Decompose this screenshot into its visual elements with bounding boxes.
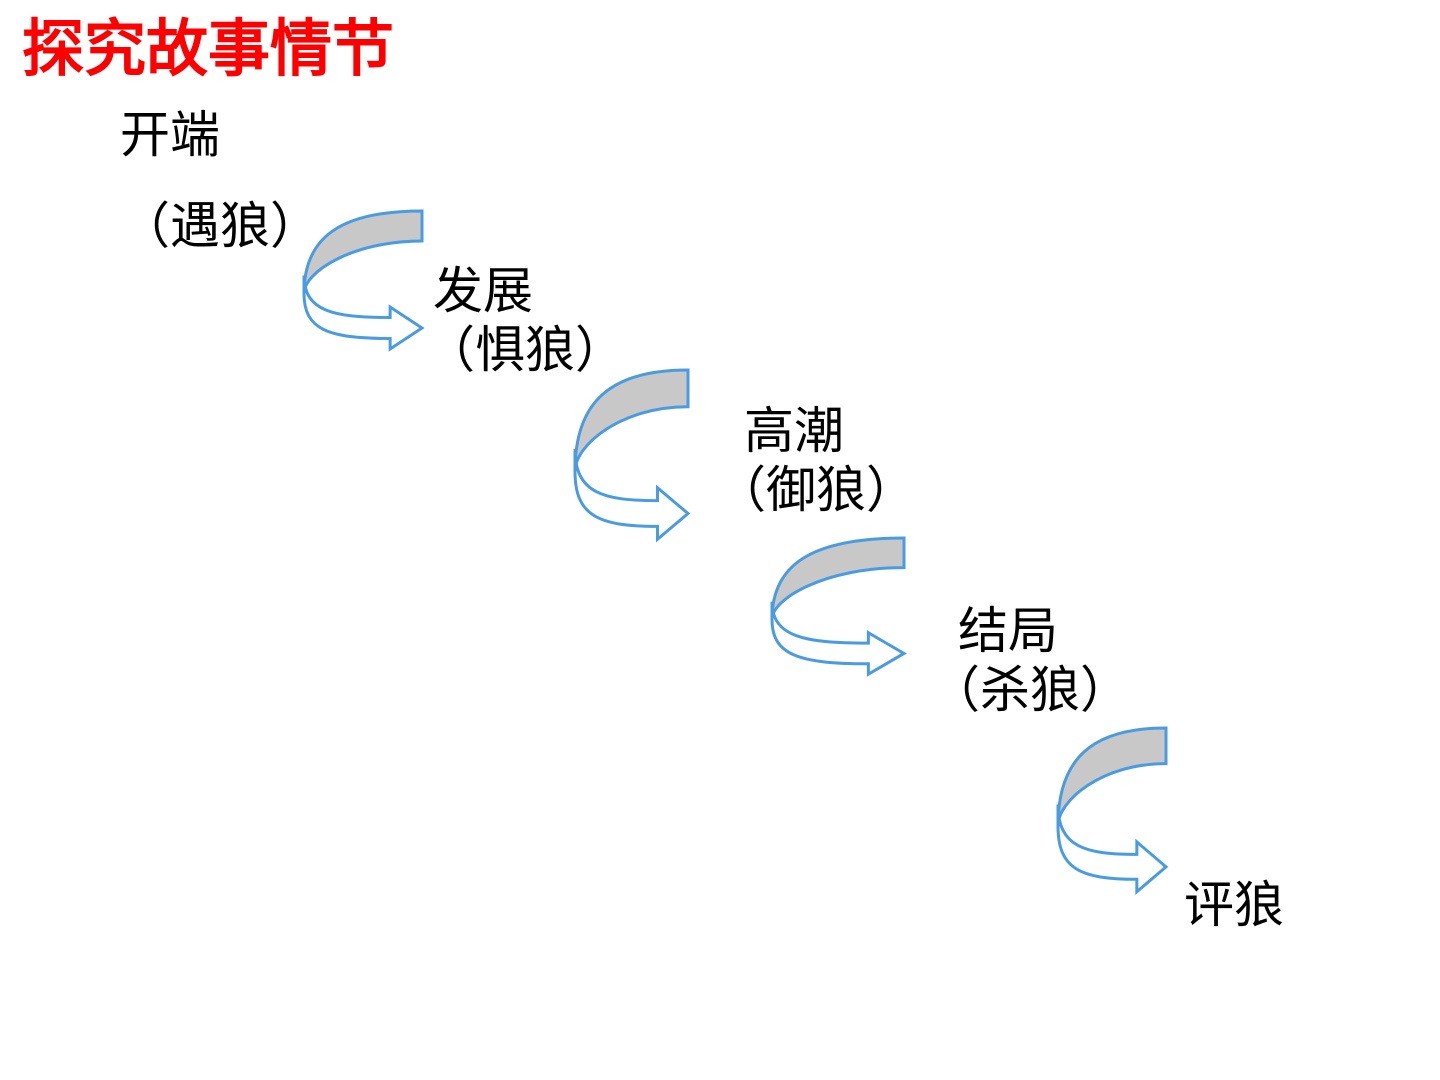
stage-4-name: 结局 [958,602,1058,660]
stage-5-label: 评狼 [1184,876,1284,935]
curved-arrow-icon [302,209,425,352]
stage-2-name: 发展 [433,262,533,320]
curved-arrow-body [573,449,691,543]
curved-arrow-band [573,368,690,472]
stage-4-detail: （杀狼） [930,661,1130,719]
stage-1-label: 开端 （遇狼） [120,106,320,256]
stage-3-name: 高潮 [744,402,844,460]
curved-arrow-icon [573,368,691,543]
curved-arrow-band [302,209,424,294]
stage-1-detail: （遇狼） [120,197,320,255]
curved-arrow-icon [770,536,907,677]
curved-arrow-icon [1056,726,1169,896]
page-title: 探究故事情节 [22,12,395,85]
curved-arrow-body [770,601,907,677]
curved-arrow-band [1056,726,1168,827]
stage-3-detail: （御狼） [716,461,916,519]
curved-arrow-band [770,536,906,620]
curved-arrow-body [1056,804,1169,896]
stage-2-detail: （惧狼） [425,321,625,379]
stage-5-name: 评狼 [1184,876,1284,934]
stage-4-label: 结局 （杀狼） [930,602,1130,720]
curved-arrow-body [302,275,425,352]
stage-2-label: 发展 （惧狼） [425,262,625,380]
stage-1-name: 开端 [120,106,220,164]
stage-3-label: 高潮 （御狼） [716,402,916,520]
